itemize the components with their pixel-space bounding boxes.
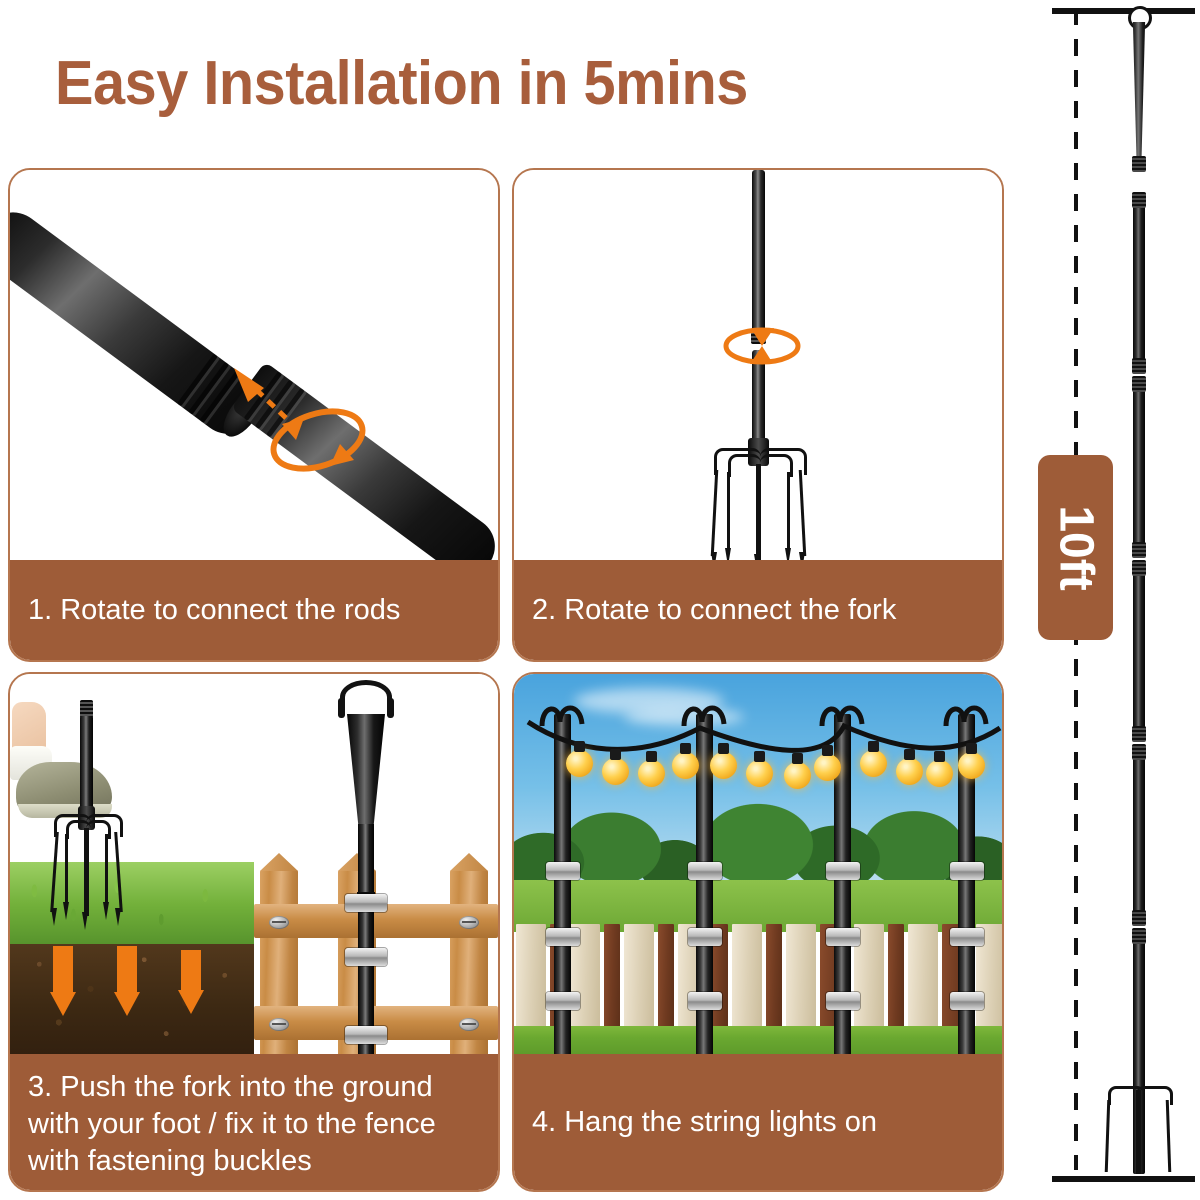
hook-icon bbox=[340, 680, 392, 714]
screw bbox=[269, 916, 289, 929]
step-3-caption-text: 3. Push the fork into the ground with yo… bbox=[28, 1070, 436, 1177]
string-light-bulb bbox=[638, 751, 665, 787]
segment-collar bbox=[1132, 192, 1146, 208]
page-title: Easy Installation in 5mins bbox=[55, 49, 748, 118]
string-light-wire bbox=[526, 719, 1002, 753]
step-4-illustration bbox=[514, 674, 1002, 1056]
step-3-fence-scene bbox=[254, 674, 498, 1056]
string-light-bulb bbox=[672, 743, 699, 779]
step-3-illustration bbox=[10, 674, 498, 1056]
step-card-2: 2. Rotate to connect the fork bbox=[512, 168, 1004, 662]
measure-tick-top bbox=[1052, 8, 1195, 14]
string-light-bulb bbox=[814, 745, 841, 781]
segment-collar bbox=[1132, 744, 1146, 760]
push-down-arrow bbox=[114, 946, 140, 1016]
foreground-lawn bbox=[514, 1026, 1002, 1056]
step-card-4: 4. Hang the string lights on bbox=[512, 672, 1004, 1192]
park-lawn bbox=[514, 880, 1002, 932]
fence bbox=[514, 924, 1002, 1034]
string-light-bulb bbox=[860, 741, 887, 777]
segment-collar bbox=[1132, 376, 1146, 392]
fastening-buckle bbox=[345, 1026, 387, 1044]
step-3-ground-scene bbox=[10, 674, 254, 1056]
string-light-bulb bbox=[602, 749, 629, 785]
pole-segment bbox=[1133, 378, 1145, 556]
string-light-bulb bbox=[896, 749, 923, 785]
string-light-bulb bbox=[566, 741, 593, 777]
string-light-bulb bbox=[958, 743, 985, 779]
measure-tick-bottom bbox=[1052, 1176, 1195, 1182]
screw bbox=[459, 1018, 479, 1031]
segment-collar bbox=[1132, 726, 1146, 742]
segment-collar bbox=[1132, 910, 1146, 926]
pole-segment bbox=[1133, 562, 1145, 740]
push-down-arrow bbox=[178, 950, 204, 1014]
step-3-caption: 3. Push the fork into the ground with yo… bbox=[10, 1054, 498, 1190]
step-1-caption-text: 1. Rotate to connect the rods bbox=[28, 593, 401, 626]
height-measurement-diagram: 10ft bbox=[1020, 0, 1200, 1200]
step-card-3: 3. Push the fork into the ground with yo… bbox=[8, 672, 500, 1192]
fastening-buckle bbox=[345, 894, 387, 912]
step-2-caption-text: 2. Rotate to connect the fork bbox=[532, 593, 897, 626]
push-down-arrow bbox=[50, 946, 76, 1016]
screw bbox=[269, 1018, 289, 1031]
step-2-illustration bbox=[514, 170, 1002, 562]
rod-upper-section bbox=[10, 200, 272, 447]
segment-collar bbox=[1132, 542, 1146, 558]
step-4-caption: 4. Hang the string lights on bbox=[514, 1054, 1002, 1190]
segment-collar bbox=[1132, 560, 1146, 576]
segment-collar bbox=[1132, 358, 1146, 374]
string-light-bulb bbox=[926, 751, 953, 787]
height-badge-label: 10ft bbox=[1049, 504, 1102, 591]
step-1-caption: 1. Rotate to connect the rods bbox=[10, 560, 498, 660]
step-4-caption-text: 4. Hang the string lights on bbox=[532, 1105, 877, 1138]
pole-thread-collar bbox=[751, 330, 766, 344]
fastening-buckle bbox=[345, 948, 387, 966]
pole-segment-taper bbox=[1132, 22, 1146, 172]
pole-lower bbox=[752, 350, 765, 442]
segment-collar bbox=[1132, 156, 1146, 172]
pole-segment bbox=[1133, 194, 1145, 372]
step-1-illustration bbox=[10, 170, 498, 562]
string-light-bulb bbox=[710, 743, 737, 779]
segment-collar bbox=[1132, 928, 1146, 944]
pole-upper bbox=[752, 170, 765, 340]
string-light-bulb bbox=[746, 751, 773, 787]
pole-segment bbox=[1133, 746, 1145, 924]
screw bbox=[459, 916, 479, 929]
height-badge: 10ft bbox=[1038, 455, 1113, 640]
step-card-1: 1. Rotate to connect the rods bbox=[8, 168, 500, 662]
step-2-caption: 2. Rotate to connect the fork bbox=[514, 560, 1002, 660]
rod-lower-section bbox=[230, 361, 498, 562]
string-light-bulb bbox=[784, 753, 811, 789]
